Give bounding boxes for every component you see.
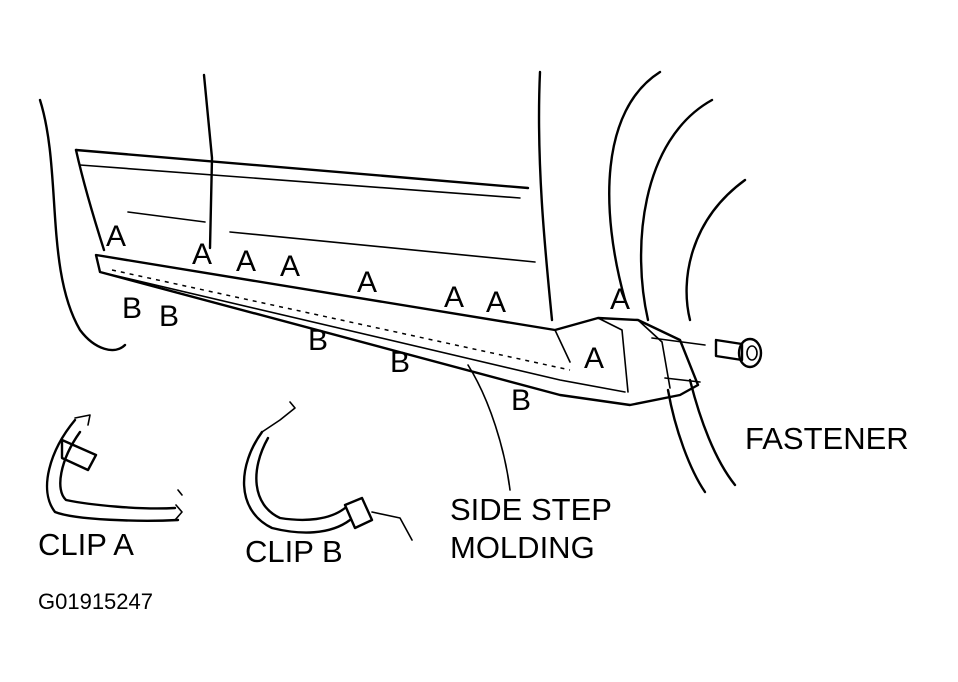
clip-a-barb bbox=[60, 438, 98, 472]
rocker-front-edge bbox=[74, 148, 106, 252]
front-door-seam bbox=[202, 73, 214, 250]
rear-arch-arc-1 bbox=[608, 70, 662, 302]
clip-b-markers: B B B B B bbox=[122, 292, 531, 417]
marker-a-6: A bbox=[444, 281, 464, 314]
body-crease-lower bbox=[79, 164, 521, 199]
clip-b-inner bbox=[255, 436, 347, 522]
marker-b-4: B bbox=[390, 346, 410, 379]
rear-door-seam bbox=[537, 70, 554, 322]
figure-id: G01915247 bbox=[38, 589, 153, 614]
side-step-molding-label-line2: MOLDING bbox=[450, 530, 595, 565]
clip-b-drawing bbox=[242, 401, 413, 541]
marker-a-7: A bbox=[486, 286, 506, 319]
fastener-part bbox=[714, 337, 763, 369]
rear-arch-arc-4 bbox=[666, 388, 707, 494]
fastener-label: FASTENER bbox=[745, 421, 909, 456]
clip-a-markers: A A A A A A A A A bbox=[106, 220, 630, 375]
clip-b-wire bbox=[261, 401, 413, 541]
marker-a-1: A bbox=[106, 220, 126, 253]
clip-hole-line bbox=[111, 269, 571, 371]
clip-a-drawing bbox=[45, 414, 183, 522]
marker-a-9: A bbox=[584, 342, 604, 375]
marker-a-5: A bbox=[357, 266, 377, 299]
molding-rear-flange bbox=[554, 317, 671, 393]
rear-wheel-arch bbox=[608, 70, 747, 494]
rear-arch-arc-3 bbox=[685, 178, 747, 322]
vehicle-body bbox=[38, 70, 554, 352]
side-step-molding bbox=[94, 253, 706, 407]
clip-b-tab bbox=[343, 496, 374, 530]
molding-outline bbox=[94, 253, 700, 407]
marker-a-3: A bbox=[236, 245, 256, 278]
molding-leader-line bbox=[467, 364, 511, 491]
marker-b-1: B bbox=[122, 292, 142, 325]
rear-arch-arc-5 bbox=[688, 378, 737, 487]
clip-a-label: CLIP A bbox=[38, 527, 134, 562]
molding-inner-edge bbox=[99, 271, 626, 393]
clip-a-inner bbox=[59, 430, 177, 510]
fastener-head bbox=[737, 337, 763, 369]
marker-a-4: A bbox=[280, 250, 300, 283]
door-lower-line-rear bbox=[229, 231, 536, 263]
marker-a-2: A bbox=[192, 238, 212, 271]
side-step-molding-label-line1: SIDE STEP bbox=[450, 492, 612, 527]
fastener-shank bbox=[714, 338, 744, 362]
door-lower-line-front bbox=[127, 211, 206, 223]
front-wheel-arch bbox=[38, 98, 127, 352]
body-crease-upper bbox=[74, 148, 530, 190]
clip-a-body bbox=[45, 418, 180, 522]
marker-b-2: B bbox=[159, 300, 179, 333]
marker-a-8: A bbox=[610, 283, 630, 316]
rear-arch-arc-2 bbox=[639, 98, 714, 322]
marker-b-5: B bbox=[511, 384, 531, 417]
clip-b-label: CLIP B bbox=[245, 534, 343, 569]
marker-b-3: B bbox=[308, 324, 328, 357]
fastener-head-inner bbox=[746, 345, 758, 361]
clip-b-body bbox=[242, 430, 352, 534]
fastener-hole-guide bbox=[651, 337, 706, 383]
clip-a-wire bbox=[74, 414, 183, 521]
